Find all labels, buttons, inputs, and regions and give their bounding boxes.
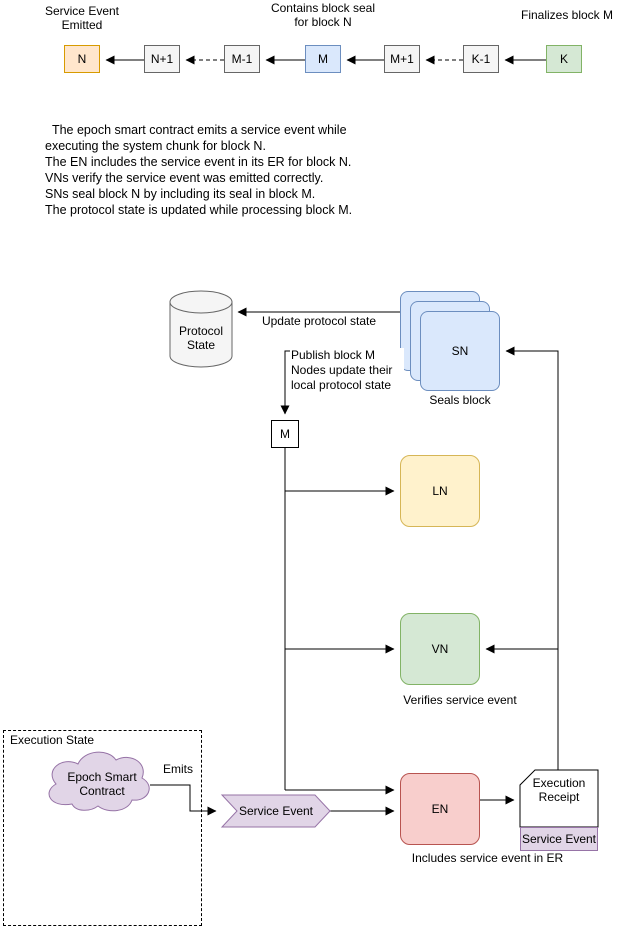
label-service-event-emitted: Service Event Emitted <box>44 4 120 32</box>
seals-block-caption: Seals block <box>429 393 491 407</box>
service-event-step-label: Service Event <box>238 804 314 818</box>
protocol-state-label: Protocol State <box>178 324 224 352</box>
edge-receipt-to-sn <box>505 346 559 770</box>
verifies-caption: Verifies service event <box>403 693 517 707</box>
service-event-step-shape <box>220 794 331 828</box>
label-finalizes-block-m: Finalizes block M <box>520 8 614 22</box>
edge-cloud-emits <box>150 784 217 816</box>
execution-state-box <box>3 730 202 926</box>
block-m: M <box>305 45 341 73</box>
block-k: K <box>546 45 582 73</box>
vn-node: VN <box>400 613 480 685</box>
epoch-smart-contract-cloud <box>48 751 150 812</box>
protocol-state-cylinder <box>169 290 233 368</box>
block-n-plus-1: N+1 <box>144 45 180 73</box>
ln-node: LN <box>400 455 480 527</box>
publish-note: Publish block M Nodes update their local… <box>290 348 404 393</box>
execution-state-label: Execution State <box>10 733 95 747</box>
block-m-plus-1: M+1 <box>384 45 420 73</box>
block-m-minus-1: M-1 <box>224 45 260 73</box>
protocol-state-cylinder-top <box>169 301 233 314</box>
cloud-label: Epoch Smart Contract <box>67 770 137 798</box>
m-box: M <box>271 420 299 448</box>
sn-label: SN <box>451 344 469 358</box>
execution-receipt-label: Execution Receipt <box>532 776 586 804</box>
label-contains-block-seal: Contains block seal for block N <box>270 1 376 29</box>
block-k-minus-1: K-1 <box>463 45 499 73</box>
sn-node: SN <box>420 311 500 391</box>
emits-label: Emits <box>163 762 193 776</box>
includes-caption: Includes service event in ER <box>411 851 564 865</box>
edge-label-update-protocol-state: Update protocol state <box>261 314 377 328</box>
service-event-tag: Service Event <box>520 827 598 851</box>
block-n: N <box>64 45 100 73</box>
description-text: The epoch smart contract emits a service… <box>45 123 353 217</box>
en-node: EN <box>400 773 480 845</box>
